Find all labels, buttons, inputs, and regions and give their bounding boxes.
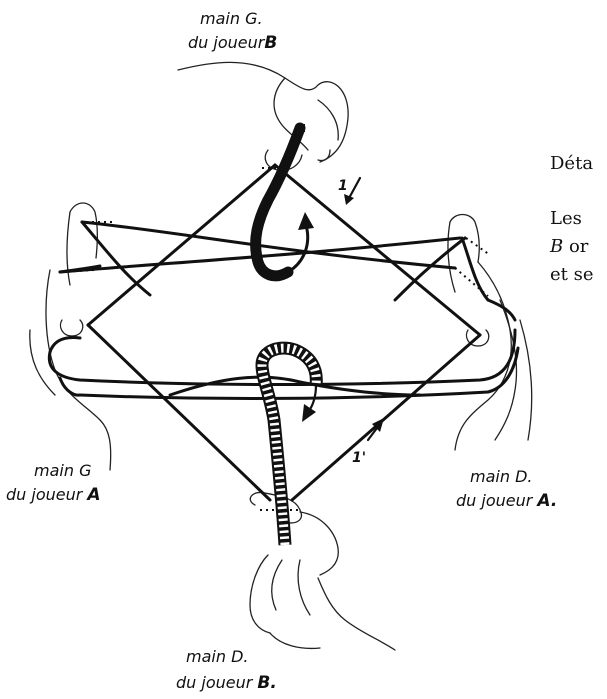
label-bottom-hand: main D. du joueur B.: [176, 647, 277, 693]
downward-arrow: [302, 385, 316, 422]
label-left-hand: main G du joueur A: [6, 461, 101, 505]
caption-line-3: B or: [550, 233, 588, 261]
top-hand-drawing: [178, 62, 348, 170]
left-hand-label-line1: main G: [34, 461, 91, 480]
caption-line-2: Les: [550, 205, 582, 233]
marker-1-group: 1: [338, 178, 360, 205]
left-hand-label-line2: du joueur A: [6, 485, 101, 505]
bottom-hand-label-line2: du joueur B.: [176, 673, 277, 693]
right-hand-label-line2: du joueur A.: [456, 491, 557, 511]
label-right-hand: main D. du joueur A.: [456, 467, 557, 511]
caption-line-4: et se: [550, 261, 594, 289]
marker-1-prime: 1': [352, 450, 366, 466]
striped-strand: [262, 348, 316, 545]
label-top-hand: main G. du joueurB: [188, 9, 277, 53]
caption-line-1: Déta: [550, 150, 593, 178]
right-hand-label-line1: main D.: [470, 467, 532, 486]
marker-1: 1: [338, 178, 348, 194]
right-hand-drawing: [448, 215, 532, 451]
upward-arrow: [288, 212, 314, 272]
top-hand-label-line1: main G.: [200, 9, 263, 28]
top-hand-label-line2: du joueurB: [188, 33, 277, 53]
bottom-hand-label-line1: main D.: [186, 647, 248, 666]
bottom-hand-drawing: [250, 492, 395, 650]
